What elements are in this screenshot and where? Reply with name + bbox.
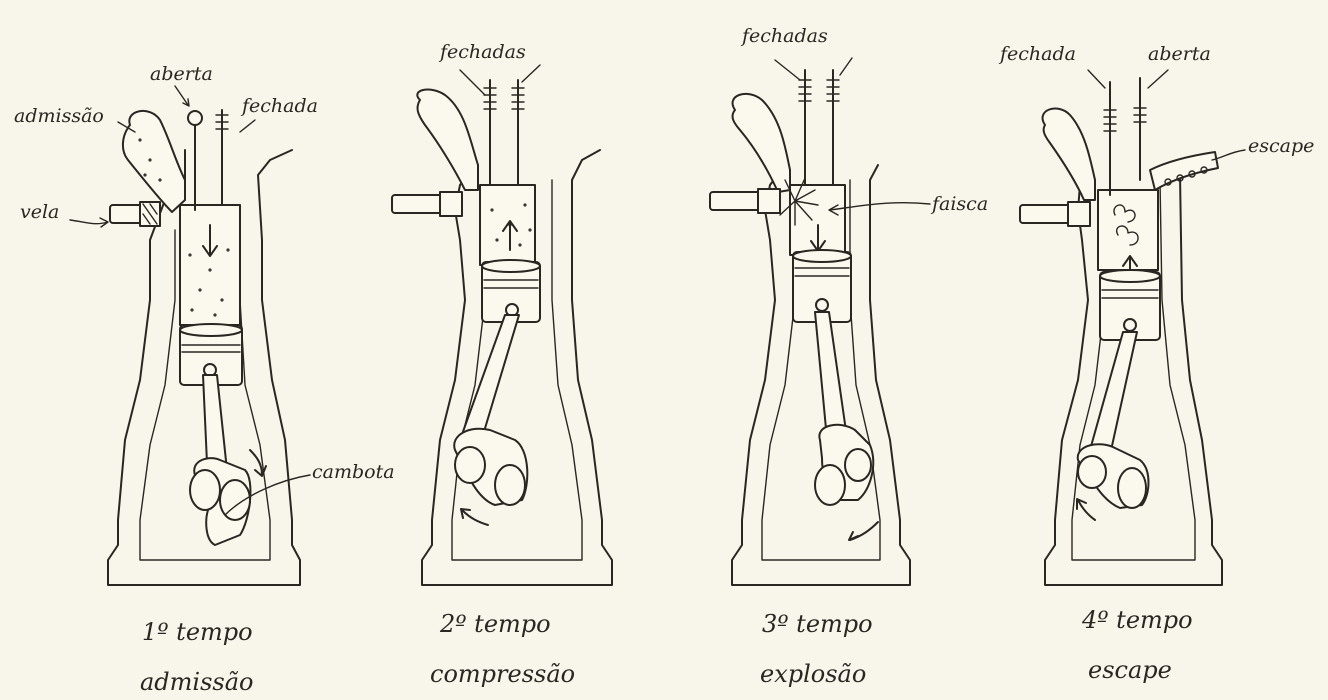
engine-3-fechadas-pointer-left bbox=[775, 60, 800, 80]
engine-1-vela-pointer bbox=[70, 218, 108, 227]
engine-4-connecting-rod bbox=[1090, 332, 1137, 455]
engine-1-rotation-arrow bbox=[250, 450, 266, 476]
caption-step-4: 4º tempo bbox=[1081, 606, 1193, 634]
label-faisca: faisca bbox=[930, 193, 988, 215]
engine-2-fechadas-pointer-left bbox=[460, 70, 485, 95]
label-fechada-1: fechada bbox=[240, 95, 318, 117]
engine-3-intake-manifold bbox=[733, 94, 790, 192]
caption-step-3: 3º tempo bbox=[762, 610, 873, 638]
engine-4-spark-plug bbox=[1020, 202, 1090, 226]
label-cambota: cambota bbox=[312, 461, 395, 483]
engine-4-escape-pointer bbox=[1212, 150, 1245, 160]
engine-stroke-2 bbox=[392, 65, 612, 585]
engine-2-spark-plug bbox=[392, 192, 462, 216]
engine-4-fechada-pointer bbox=[1088, 70, 1105, 88]
engine-1-intake-manifold bbox=[123, 111, 185, 212]
caption-name-1: admissão bbox=[140, 668, 254, 696]
engine-4-intake-manifold bbox=[1043, 108, 1095, 200]
caption-name-2: compressão bbox=[430, 660, 575, 688]
engine-3-exhaust-valve bbox=[827, 70, 839, 185]
engine-2-crankshaft bbox=[454, 429, 527, 505]
engine-3-intake-valve bbox=[799, 70, 811, 185]
engine-1-exhaust-valve bbox=[216, 110, 228, 205]
label-escape: escape bbox=[1248, 135, 1314, 157]
label-admissao: admissão bbox=[14, 105, 104, 127]
engine-stroke-3 bbox=[710, 58, 930, 585]
engine-2-fechadas-pointer-right bbox=[522, 65, 540, 82]
engine-2-piston bbox=[482, 260, 540, 322]
engine-2-connecting-rod bbox=[460, 315, 519, 445]
engine-1-aberta-pointer bbox=[175, 86, 189, 106]
caption-step-2: 2º tempo bbox=[439, 610, 551, 638]
label-fechada-4: fechada bbox=[998, 43, 1076, 65]
engine-1-intake-valve bbox=[188, 111, 202, 210]
caption-name-3: explosão bbox=[760, 660, 866, 688]
label-aberta-1: aberta bbox=[150, 63, 213, 85]
label-fechadas-2: fechadas bbox=[438, 41, 526, 63]
engine-4-exhaust-manifold bbox=[1150, 152, 1218, 190]
engine-1-cylinder bbox=[180, 205, 240, 325]
engine-4-exhaust-valve bbox=[1134, 78, 1146, 180]
engine-4-crankshaft bbox=[1078, 444, 1149, 508]
label-vela: vela bbox=[20, 201, 59, 223]
engine-3-rotation-arrow bbox=[849, 522, 878, 540]
engine-4-piston bbox=[1100, 270, 1160, 340]
engine-4-rotation-arrow bbox=[1077, 499, 1095, 520]
engine-stroke-1 bbox=[70, 86, 310, 585]
label-aberta-4: aberta bbox=[1148, 43, 1211, 65]
engine-1-spark-plug bbox=[110, 202, 160, 226]
engine-4-aberta-pointer bbox=[1148, 70, 1168, 88]
engine-3-fechadas-pointer-right bbox=[840, 58, 852, 75]
engine-2-intake-manifold bbox=[417, 90, 478, 190]
caption-name-4: escape bbox=[1088, 656, 1172, 684]
engine-2-intake-valve bbox=[484, 80, 496, 185]
engine-3-crankshaft bbox=[815, 425, 873, 505]
caption-step-1: 1º tempo bbox=[142, 618, 253, 646]
engine-2-rotation-arrow bbox=[461, 509, 488, 525]
engine-1-fechada-pointer bbox=[240, 120, 255, 132]
label-fechadas-3: fechadas bbox=[740, 25, 828, 47]
engine-2-exhaust-valve bbox=[512, 80, 524, 185]
engine-4-intake-valve bbox=[1104, 82, 1116, 195]
engine-3-spark-plug bbox=[710, 189, 780, 213]
engine-stroke-4 bbox=[1020, 70, 1245, 585]
